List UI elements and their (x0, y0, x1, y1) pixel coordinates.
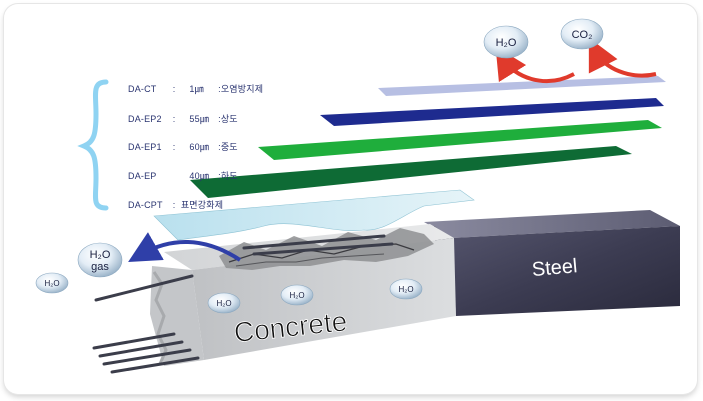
h2o-concrete-label-1: H₂O (216, 299, 231, 308)
layer-plate-da-ep2 (320, 98, 664, 126)
layer-label-da-cpt: DA-CPT : 표면강화제 (128, 200, 224, 210)
h2o-left-label: H₂O (44, 279, 59, 288)
layer-plate-da-ep1 (258, 120, 662, 160)
layer-label-da-ct: DA-CT : 1㎛ : 오염방지제 (128, 84, 264, 94)
h2o-left-bubble (35, 272, 69, 294)
steel-label: Steel (531, 255, 578, 281)
layer-plate-da-ct (378, 76, 666, 96)
layer-plate-da-ep (190, 146, 632, 198)
h2o-concrete-label-3: H₂O (398, 285, 413, 294)
brace-icon (77, 79, 109, 211)
h2o-concrete-bubble-2 (280, 284, 314, 306)
rebar-bundle (92, 234, 394, 374)
co2-top-label: CO₂ (572, 29, 593, 41)
red-arrow-co2 (588, 37, 657, 78)
h2o-concrete-bubble-3 (389, 278, 423, 300)
h2o-top-label: H₂O (496, 37, 517, 49)
layer-label-da-ep1: DA-EP1 : 60㎛ : 중도 (128, 142, 238, 152)
layer-label-da-ep2: DA-EP2 : 55㎛ : 상도 (128, 114, 238, 124)
red-arrow-h2o (495, 46, 575, 84)
h2o-concrete-bubble-1 (207, 292, 241, 314)
layer-label-da-ep: DA-EP 40㎛ : 하도 (128, 171, 238, 181)
blue-arrow-h2o-gas (128, 232, 242, 262)
coating-layer-diagram: H₂O CO₂ H₂O gas H₂O H₂O H₂O H₂O Concrete… (35, 18, 680, 374)
h2o-top-bubble (483, 25, 529, 59)
layer-plate-da-cpt (153, 189, 475, 241)
h2o-gas-bubble (77, 242, 123, 278)
h2o-gas-label-line2: gas (91, 261, 109, 273)
diagram-frame: H₂O CO₂ H₂O gas H₂O H₂O H₂O H₂O Concrete… (4, 4, 697, 394)
h2o-concrete-label-2: H₂O (289, 291, 304, 300)
h2o-gas-label-line1: H₂O (90, 249, 111, 261)
co2-top-bubble (560, 18, 604, 50)
